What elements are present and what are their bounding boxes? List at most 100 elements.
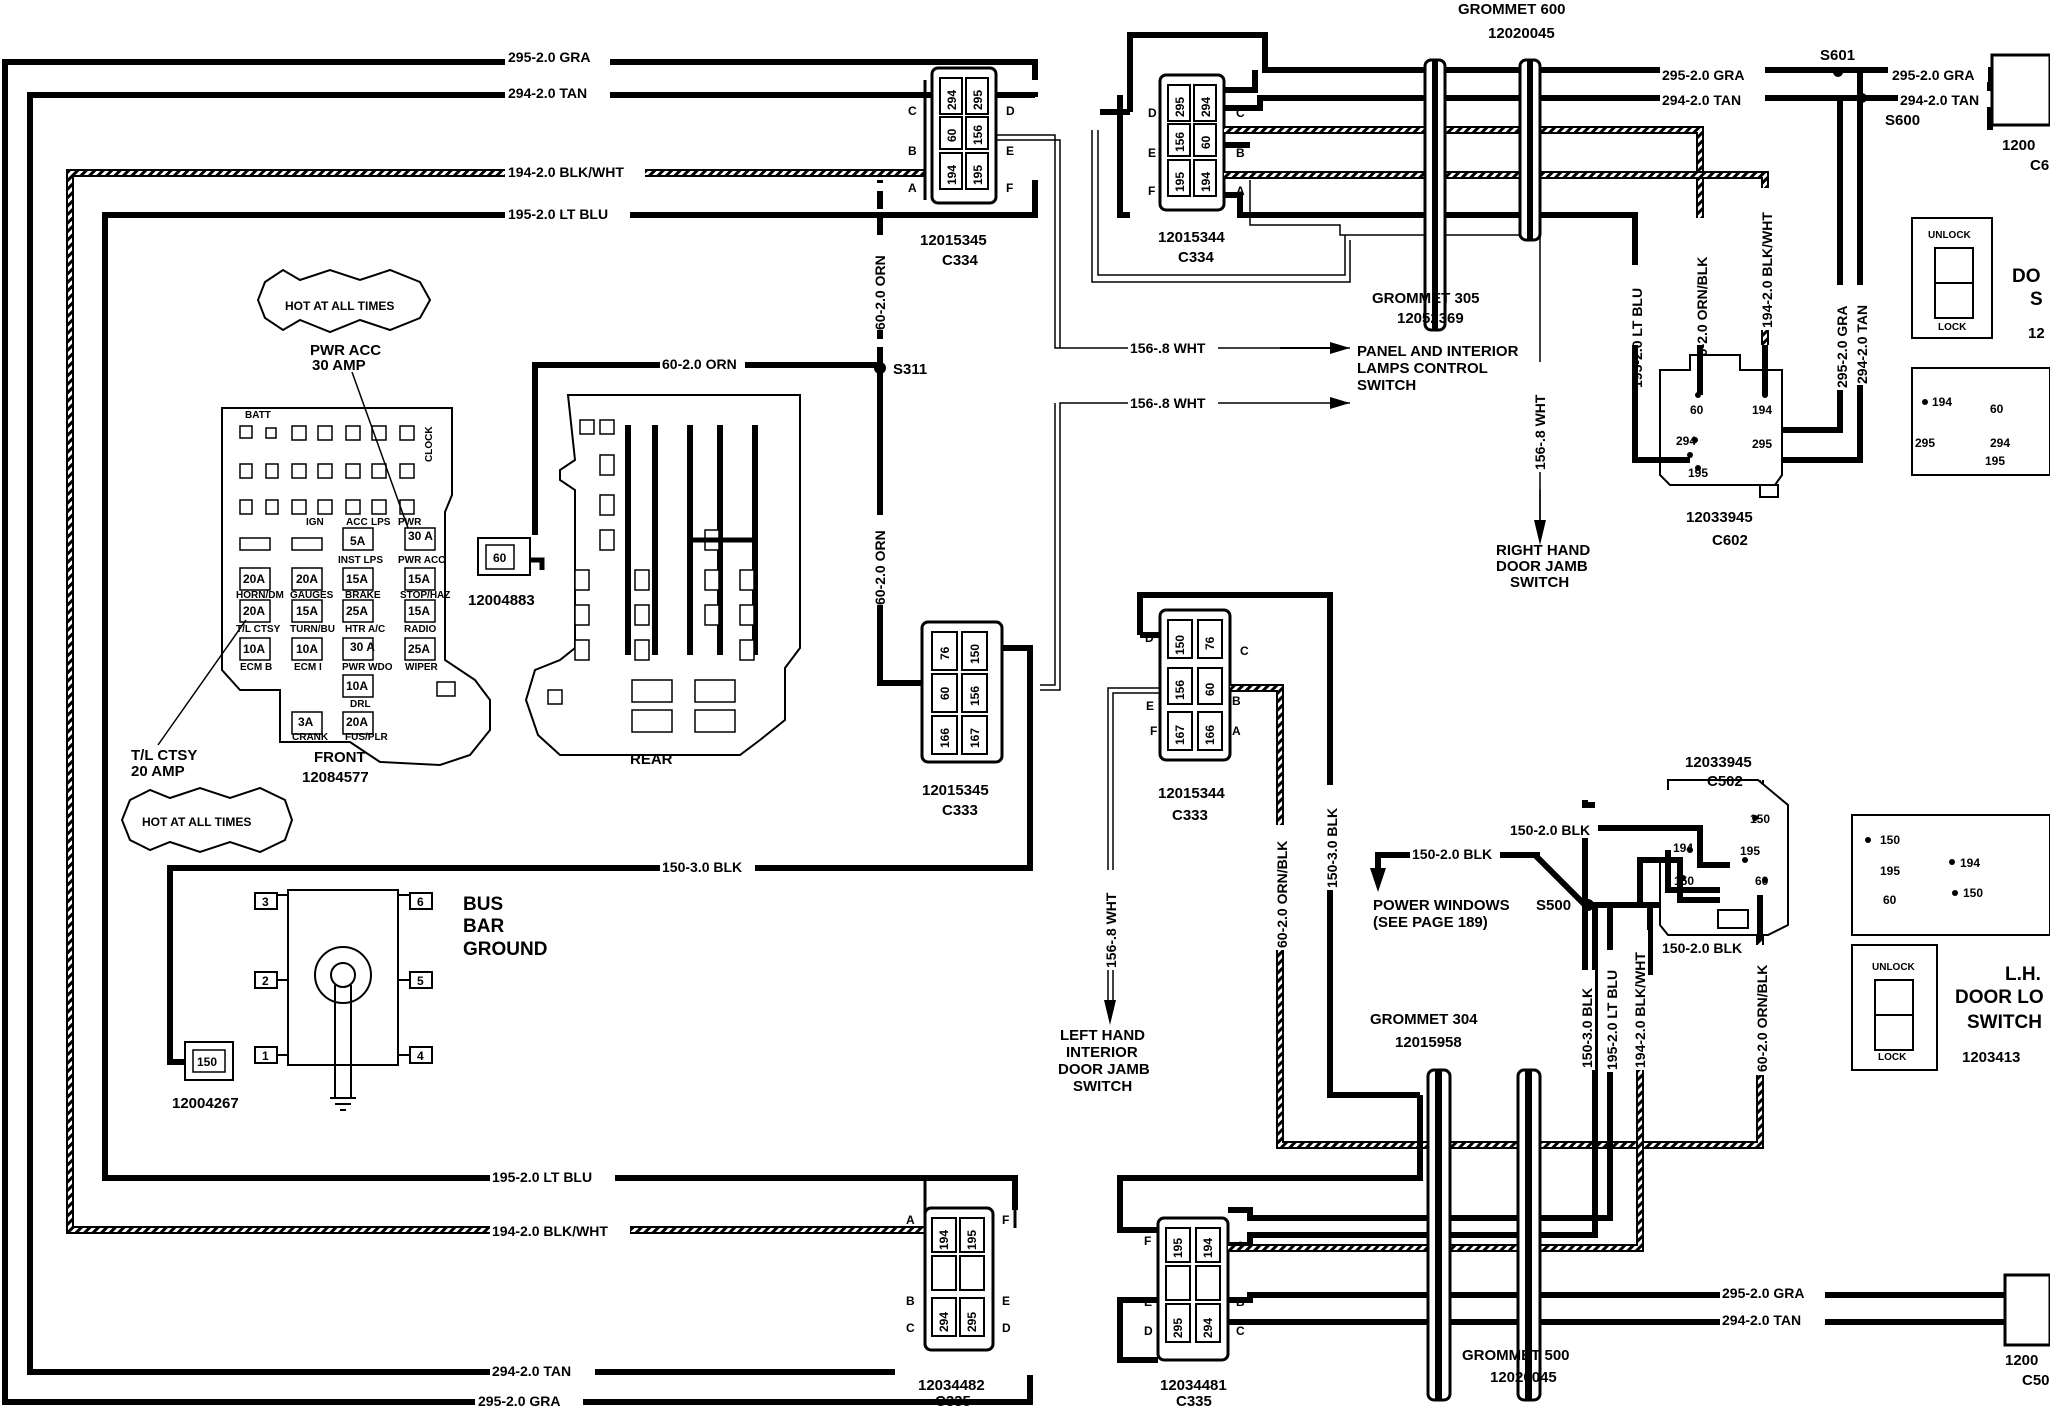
connector-c335-right: 195 194 295 294 F A E B D C 12034481 C33… [1117,1095,1423,1408]
lh-switch-label: INTERIOR [1066,1044,1138,1061]
wire-label: 195-2.0 LT BLU [1604,970,1620,1070]
part-number: 12034482 [918,1377,985,1394]
grommet-label: GROMMET 304 [1370,1011,1478,1028]
fuse-label: STOP/HAZ [400,590,450,601]
fuse-value: 15A [346,572,368,586]
part-number: 12034481 [1160,1377,1227,1394]
connector-12004267: 150 12004267 [167,1040,239,1112]
pin-letter: A [906,1213,915,1227]
wire-label: 156-.8 WHT [1532,394,1548,470]
switch-label: LOCK [1938,322,1967,333]
pin-label: 150 [1750,812,1770,826]
hot-label: HOT AT ALL TIMES [285,299,394,313]
hot-badge-1: HOT AT ALL TIMES [256,268,432,334]
wire-label: 156-.8 WHT [1130,395,1206,411]
pin-letter: A [1232,724,1241,738]
arrow-head [1534,520,1546,545]
tl-ctsy-label: T/L CTSY [131,747,197,764]
pin-letter: D [1144,1324,1153,1338]
pin-label: 194 [937,1230,951,1250]
connector-label: C333 [1172,807,1208,824]
part-number: 12015344 [1158,229,1225,246]
switch-label: LOCK [1878,1052,1907,1063]
fuse-value: 20A [243,604,265,618]
wire-label: 194-2.0 BLK/WHT [508,164,624,180]
wire-label: 60-2.0 ORN/BLK [1274,841,1290,948]
pin-label: 60 [945,128,959,142]
connector-12004883: 60 12004883 [468,537,545,609]
connector-top-right [1990,53,2050,127]
pin-label: 194 [1960,856,1980,870]
bus-label: BUS [463,894,503,915]
wire-label: 195-2.0 LT BLU [508,206,608,222]
pin-label: 295 [1173,97,1187,117]
connector-label: C335 [935,1393,971,1408]
pin-label: 2 [262,974,269,988]
fuse-value: 5A [350,534,366,548]
fuse-label: ECM B [240,662,272,673]
pin-label: 294 [1201,1318,1215,1338]
splice-s600 [1857,93,1867,103]
pin-letter: B [908,144,917,158]
pin-letter: B [906,1294,915,1308]
part-number: 12020045 [1488,25,1555,42]
wire-label: 195-2.0 LT BLU [492,1169,592,1185]
pin-letter: F [1148,184,1155,198]
fuse-label: GAUGES [290,590,334,601]
pin-letter: E [1144,1295,1152,1309]
pin-label: 195 [965,1230,979,1250]
bus-bar-ground: 3 6 2 5 1 4 BUS BAR GROUND [254,889,547,1111]
splice-label: S601 [1820,47,1855,64]
part-number: 12004267 [172,1095,239,1112]
fuse-label: PWR [398,517,422,528]
wire-label: 150-2.0 BLK [1412,846,1492,862]
connector-c333-left: 76 150 60 156 166 167 12015345 C333 [920,620,1033,819]
pin-label: 194 [1201,1238,1215,1258]
wire-label: 60-2.0 ORN/BLK [1694,257,1710,364]
connector-label: C333 [942,802,978,819]
power-windows-label: (SEE PAGE 189) [1373,914,1488,931]
fuse-value: 15A [408,604,430,618]
leader-line [157,619,247,746]
grommet-label: GROMMET 600 [1458,1,1566,18]
pin-letter: C [908,104,917,118]
wire-label: 60-2.0 ORN [662,356,737,372]
fuse-label: ACC [346,517,368,528]
panel-switch-label: LAMPS CONTROL [1357,360,1488,377]
pin-label: 156 [968,686,982,706]
left-harness [2,59,1038,1405]
wire-label: 60-2.0 ORN [872,530,888,605]
pin-label: 195 [1688,466,1708,480]
pin-letter: C [1240,644,1249,658]
splice-s500 [1582,899,1594,911]
pin-label: 76 [1203,636,1217,650]
panel-switch-label: PANEL AND INTERIOR [1357,343,1519,360]
fuse-block-label: REAR [630,751,673,768]
wire-label: 194-2.0 BLK/WHT [1759,212,1775,328]
pin-label: 167 [968,728,982,748]
fuse-value: 10A [296,642,318,656]
splice-label: S600 [1885,112,1920,129]
fuse-block-label: FRONT [314,749,366,766]
connector-c334-left: 294 295 60 156 194 195 C D B E A F 12015… [908,66,1015,269]
wire-label: 295-2.0 GRA [478,1393,560,1408]
bus-label: BAR [463,916,504,937]
fuse-label: T/L CTSY [236,624,281,635]
connector-c602: 60 194 294 295 195 12033945 C602 [1632,345,1783,549]
pin-label: 4 [417,1049,424,1063]
wire-label: 194-2.0 BLK/WHT [492,1223,608,1239]
wire-194-blk-wht [1224,171,1769,345]
hot-badge-2: HOT AT ALL TIMES [120,786,294,854]
part-number: 12020045 [1490,1369,1557,1386]
fuse-label: PWR ACC [398,555,445,566]
wire-label: 156-.8 WHT [1130,340,1206,356]
fuse-value: 15A [408,572,430,586]
fuse-value: 3A [298,715,314,729]
pin-label: 60 [493,551,507,565]
part-number: 12015344 [1158,785,1225,802]
pin-label: 76 [938,646,952,660]
pin-letter: D [1145,631,1154,645]
pin-letter: A [908,181,917,195]
pin-label: 150 [1963,886,1983,900]
fuse-value: 30 A [408,529,433,543]
